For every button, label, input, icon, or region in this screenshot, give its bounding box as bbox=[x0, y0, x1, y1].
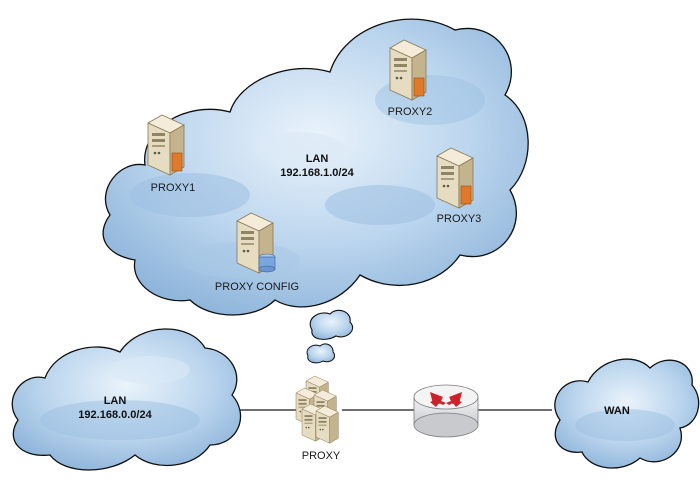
proxy-cluster-icon bbox=[295, 375, 339, 444]
proxy-label: PROXY bbox=[302, 450, 341, 462]
lan-left-name: LAN bbox=[104, 395, 127, 407]
lan-top-name: LAN bbox=[306, 153, 329, 165]
server-proxy3-icon bbox=[436, 147, 474, 209]
small-cloud-2 bbox=[306, 343, 336, 364]
wan-label: WAN bbox=[604, 405, 630, 417]
lan-left-subnet: 192.168.0.0/24 bbox=[78, 409, 152, 421]
small-cloud-1 bbox=[309, 309, 354, 340]
router-icon bbox=[413, 384, 479, 438]
proxy3-label: PROXY3 bbox=[437, 213, 482, 225]
server-proxy-config-icon bbox=[236, 212, 276, 274]
proxy1-label: PROXY1 bbox=[151, 182, 196, 194]
server-proxy2-icon bbox=[389, 39, 427, 101]
lan-top-subnet: 192.168.1.0/24 bbox=[280, 167, 354, 179]
wan-cloud bbox=[554, 358, 700, 469]
lan-cloud-left bbox=[11, 328, 242, 471]
server-proxy1-icon bbox=[147, 114, 185, 176]
proxy2-label: PROXY2 bbox=[388, 106, 433, 118]
proxy-config-label: PROXY CONFIG bbox=[215, 281, 299, 293]
